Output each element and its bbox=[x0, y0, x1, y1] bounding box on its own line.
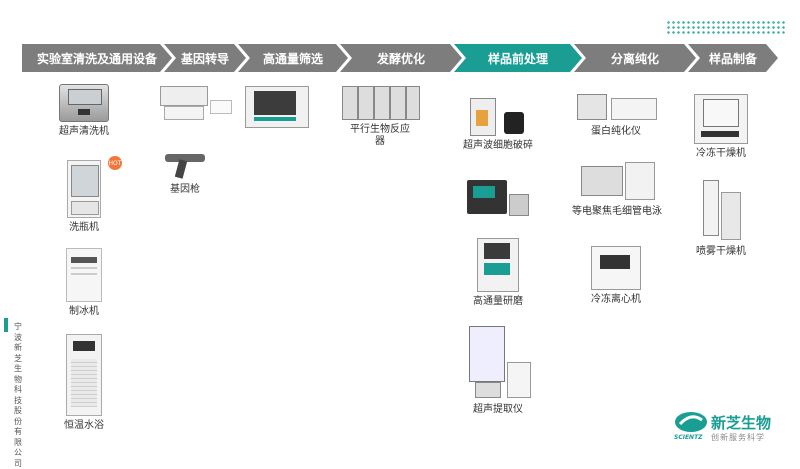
device-label: 基因枪 bbox=[170, 184, 200, 195]
device-label: 喷雾干燥机 bbox=[696, 246, 746, 257]
device-gene-transduction[interactable] bbox=[158, 84, 238, 122]
electrophoresis-image bbox=[577, 160, 657, 202]
step-label: 发酵优化 bbox=[376, 51, 425, 66]
device-label: 恒温水浴 bbox=[64, 420, 104, 431]
gene-transduction-image bbox=[158, 84, 232, 122]
device-label: 制冰机 bbox=[69, 306, 99, 317]
step-sample-prep[interactable]: 样品制备 bbox=[688, 44, 778, 72]
protein-purifier-image bbox=[573, 88, 659, 122]
process-banner: 实验室清洗及通用设备 基因转导 高通量筛选 发酵优化 样品前处理 分离纯化 样品… bbox=[22, 44, 772, 72]
hot-badge-icon: HOT bbox=[108, 156, 122, 170]
step-fermentation[interactable]: 发酵优化 bbox=[340, 44, 462, 72]
device-ultrasonic-extractor[interactable]: 超声提取仪 bbox=[456, 322, 540, 416]
step-label: 高通量筛选 bbox=[262, 51, 323, 66]
device-label: 洗瓶机 bbox=[69, 222, 99, 233]
company-name-vertical: 宁波新芝生物科技股份有限公司 bbox=[14, 322, 22, 468]
device-label: 冷冻干燥机 bbox=[696, 148, 746, 159]
logo-brand: 新芝生物 bbox=[711, 414, 772, 432]
device-capillary-electrophoresis[interactable]: 等电聚焦毛细管电泳 bbox=[562, 160, 672, 218]
cell-disruptor-image bbox=[468, 92, 528, 136]
freeze-dryer-image bbox=[694, 94, 748, 144]
bioreactor-image bbox=[340, 82, 420, 120]
accent-bar bbox=[4, 318, 8, 332]
extractor-image bbox=[465, 322, 531, 400]
device-protein-purifier[interactable]: 蛋白纯化仪 bbox=[566, 88, 666, 138]
device-ultrasonic-cleaner[interactable]: 超声清洗机 bbox=[48, 84, 120, 138]
step-label: 分离纯化 bbox=[610, 51, 659, 66]
spray-dryer-image bbox=[699, 178, 743, 242]
step-separation[interactable]: 分离纯化 bbox=[574, 44, 696, 72]
centrifuge-image bbox=[591, 246, 641, 290]
device-label: 高通量研磨 bbox=[473, 296, 523, 307]
logo-slogan: 创新服务科学 bbox=[711, 433, 765, 442]
device-label: 等电聚焦毛细管电泳 bbox=[572, 206, 662, 217]
device-homogenizer[interactable] bbox=[462, 178, 534, 222]
device-parallel-bioreactor[interactable]: 平行生物反应器 bbox=[330, 82, 430, 148]
bottle-washer-image bbox=[67, 160, 101, 218]
device-label: 冷冻离心机 bbox=[591, 294, 641, 305]
logo-icon bbox=[675, 412, 707, 432]
screener-image bbox=[245, 86, 309, 128]
device-high-throughput-grinder[interactable]: 高通量研磨 bbox=[452, 238, 544, 308]
step-sample-pretreatment[interactable]: 样品前处理 bbox=[454, 44, 582, 72]
device-thermostatic-bath[interactable]: 恒温水浴 bbox=[48, 334, 120, 432]
device-ice-maker[interactable]: 制冰机 bbox=[48, 248, 120, 318]
device-label: 蛋白纯化仪 bbox=[591, 126, 641, 137]
thermostatic-bath-image bbox=[66, 334, 102, 416]
logo-brand-en: SCIENTZ bbox=[674, 434, 703, 441]
step-label: 基因转导 bbox=[180, 51, 229, 66]
step-lab-equipment[interactable]: 实验室清洗及通用设备 bbox=[22, 44, 172, 72]
company-logo: 新芝生物 SCIENTZ 创新服务科学 bbox=[674, 410, 794, 446]
device-freeze-dryer[interactable]: 冷冻干燥机 bbox=[680, 94, 762, 160]
homogenizer-image bbox=[465, 178, 531, 218]
device-refrigerated-centrifuge[interactable]: 冷冻离心机 bbox=[570, 246, 662, 306]
step-high-throughput[interactable]: 高通量筛选 bbox=[238, 44, 348, 72]
device-high-throughput-screener[interactable] bbox=[244, 86, 310, 132]
device-ultrasonic-cell-disruptor[interactable]: 超声波细胞破碎 bbox=[452, 92, 544, 152]
device-label: 超声清洗机 bbox=[59, 126, 109, 137]
grinder-image bbox=[477, 238, 519, 292]
device-spray-dryer[interactable]: 喷雾干燥机 bbox=[680, 178, 762, 258]
ice-maker-image bbox=[66, 248, 102, 302]
step-label: 实验室清洗及通用设备 bbox=[36, 51, 157, 66]
device-label: 超声波细胞破碎 bbox=[463, 140, 533, 151]
step-label: 样品制备 bbox=[708, 51, 757, 66]
step-gene-transduction[interactable]: 基因转导 bbox=[164, 44, 246, 72]
ultrasonic-cleaner-image bbox=[59, 84, 109, 122]
gene-gun-image bbox=[163, 150, 207, 180]
device-label: 平行生物反应器 bbox=[350, 124, 410, 147]
device-label: 超声提取仪 bbox=[473, 404, 523, 415]
step-label: 样品前处理 bbox=[487, 51, 548, 66]
device-gene-gun[interactable]: 基因枪 bbox=[150, 150, 220, 196]
device-bottle-washer[interactable]: HOT 洗瓶机 bbox=[48, 156, 122, 234]
decorative-dots bbox=[666, 20, 786, 34]
